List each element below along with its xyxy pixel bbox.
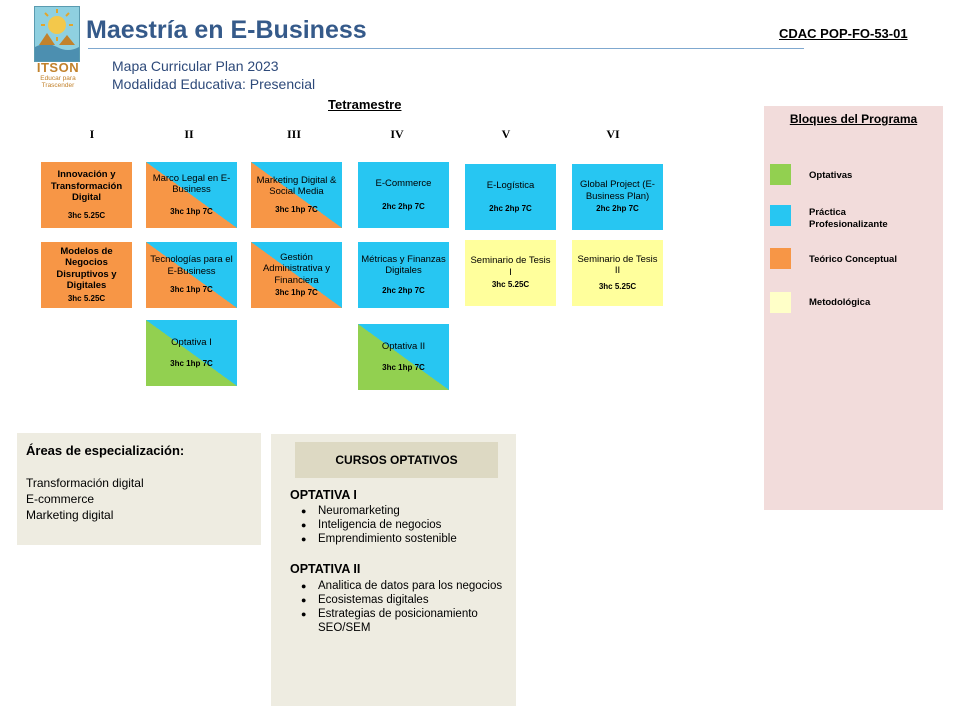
legend-swatch-metodologica [770, 292, 791, 313]
course-name: Seminario de Tesis II [577, 253, 658, 277]
course-name: Marketing Digital & Social Media [256, 174, 337, 198]
course-credits: 3hc 1hp 7C [275, 204, 318, 214]
elective-list: Neuromarketing Inteligencia de negocios … [290, 504, 512, 546]
course-box: Innovación y Transformación Digital 3hc … [41, 162, 132, 228]
column-heading-iv: IV [390, 127, 404, 141]
elective-courses-panel: CURSOS OPTATIVOS OPTATIVA I Neuromarketi… [271, 434, 516, 706]
course-box: E-Commerce 2hc 2hp 7C [358, 162, 449, 228]
course-name: E-Commerce [375, 177, 432, 189]
specialization-areas-panel: Áreas de especialización: Transformación… [17, 433, 261, 545]
course-credits: 3hc 1hp 7C [382, 363, 425, 372]
list-item: Analitica de datos para los negocios [301, 579, 505, 593]
course-name: Marco Legal en E-Business [152, 172, 231, 196]
legend-label-optativas: Optativas [809, 170, 853, 181]
course-name: Modelos de Negocios Disruptivos y Digita… [56, 245, 117, 292]
course-name: Tecnologías para el E-Business [150, 254, 233, 277]
list-item: Emprendimiento sostenible [301, 532, 512, 546]
course-credits: 3hc 5.25C [67, 210, 106, 220]
course-credits: 3hc 5.25C [491, 280, 530, 290]
legend-label-practica: Práctica Profesionalizante [809, 207, 888, 230]
course-name: Global Project (E-Business Plan) [580, 179, 655, 202]
specialization-item: E-commerce [26, 492, 95, 506]
specialization-title: Áreas de especialización: [26, 443, 185, 458]
legend-swatch-practica [770, 205, 791, 226]
course-box: Seminario de Tesis I 3hc 5.25C [465, 240, 556, 306]
course-credits: 3hc 1hp 7C [275, 288, 318, 297]
elective-section-heading: OPTATIVA II [290, 562, 361, 576]
document-code: CDAC POP-FO-53-01 [779, 26, 908, 41]
course-credits: 2hc 2hp 7C [382, 285, 425, 295]
course-credits: 2hc 2hp 7C [489, 204, 532, 213]
course-box: Tecnologías para el E-Business 3hc 1hp 7… [146, 242, 237, 308]
column-heading-vi: VI [606, 127, 620, 141]
title-divider [88, 48, 804, 49]
modality-subtitle: Modalidad Educativa: Presencial [112, 76, 316, 92]
course-name: Optativa I [171, 336, 212, 348]
course-box: Métricas y Finanzas Digitales 2hc 2hp 7C [358, 242, 449, 308]
elective-section-heading: OPTATIVA I [290, 488, 357, 502]
course-box: Optativa I 3hc 1hp 7C [146, 320, 237, 386]
course-box: E-Logística 2hc 2hp 7C [465, 164, 556, 230]
page-title: Maestría en E-Business [86, 16, 367, 44]
course-credits: 3hc 1hp 7C [170, 206, 213, 216]
course-name: Seminario de Tesis I [470, 255, 551, 278]
plan-subtitle: Mapa Curricular Plan 2023 [112, 58, 279, 74]
course-box: Seminario de Tesis II 3hc 5.25C [572, 240, 663, 306]
column-heading-iii: III [286, 127, 301, 141]
course-credits: 3hc 5.25C [67, 293, 106, 303]
course-box: Optativa II 3hc 1hp 7C [358, 324, 449, 390]
course-name: Innovación y Transformación Digital [50, 169, 123, 203]
legend-title: Bloques del Programa [789, 112, 918, 126]
itson-emblem-icon [35, 7, 79, 61]
course-box: Marketing Digital & Social Media 3hc 1hp… [251, 162, 342, 228]
specialization-item: Transformación digital [26, 476, 144, 490]
course-box: Gestión Administrativa y Financiera 3hc … [251, 242, 342, 308]
list-item: Neuromarketing [301, 504, 512, 518]
course-name: E-Logística [486, 179, 535, 191]
legend-swatch-optativas [770, 164, 791, 185]
itson-logo [34, 6, 80, 62]
course-name: Optativa II [381, 340, 426, 352]
legend-swatch-teorico [770, 248, 791, 269]
course-credits: 3hc 5.25C [598, 281, 637, 291]
logo-wordmark: ITSON [36, 60, 80, 75]
list-item: Ecosistemas digitales [301, 593, 505, 607]
tetramestre-heading: Tetramestre [328, 97, 402, 112]
column-heading-ii: II [184, 127, 194, 141]
legend-label-teorico: Teórico Conceptual [809, 254, 897, 265]
course-name: Métricas y Finanzas Digitales [361, 253, 446, 277]
column-heading-v: V [501, 127, 511, 141]
column-heading-i: I [89, 127, 95, 141]
course-credits: 3hc 1hp 7C [170, 285, 213, 295]
course-box: Modelos de Negocios Disruptivos y Digita… [41, 242, 132, 308]
course-credits: 3hc 1hp 7C [170, 359, 213, 368]
course-box: Marco Legal en E-Business 3hc 1hp 7C [146, 162, 237, 228]
legend-label-metodologica: Metodológica [809, 297, 871, 308]
course-credits: 2hc 2hp 7C [382, 202, 425, 211]
elective-courses-title: CURSOS OPTATIVOS [295, 442, 498, 478]
specialization-item: Marketing digital [26, 508, 114, 522]
legend-panel: Bloques del Programa Optativas Práctica … [764, 106, 943, 510]
course-box: Global Project (E-Business Plan) 2hc 2hp… [572, 164, 663, 230]
logo-tagline: Educar para Trascender [40, 75, 76, 89]
list-item: Inteligencia de negocios [301, 518, 512, 532]
course-name: Gestión Administrativa y Financiera [262, 251, 331, 286]
list-item: Estrategias de posicionamiento SEO/SEM [301, 607, 505, 635]
course-credits: 2hc 2hp 7C [596, 204, 639, 214]
elective-list: Analitica de datos para los negocios Eco… [290, 579, 505, 635]
